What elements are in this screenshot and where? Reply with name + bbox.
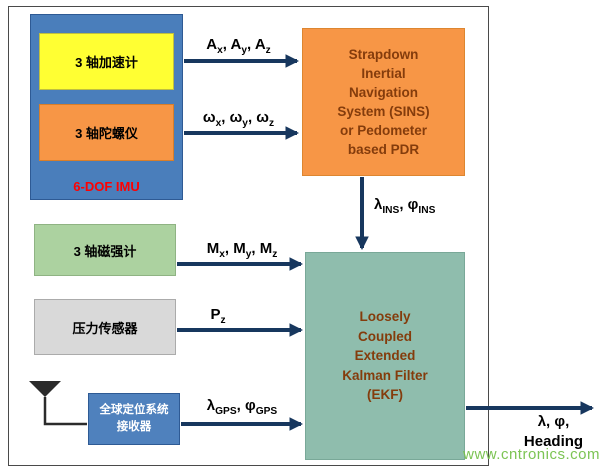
pressure-sensor-label: 压力传感器 <box>72 320 138 336</box>
signal-gps: λGPS, φGPS <box>206 397 278 417</box>
gyroscope-label: 3 轴陀螺仪 <box>75 126 138 141</box>
watermark: www.cntronics.com <box>463 446 600 463</box>
accelerometer-label: 3 轴加速计 <box>75 55 138 70</box>
magnetometer-box: 3 轴磁强计 <box>34 224 176 276</box>
signal-pressure: Pz <box>210 306 226 326</box>
signal-magnetometer: Mx, My, Mz <box>206 240 278 260</box>
signal-ekf-output: λ, φ, Heading <box>523 413 584 450</box>
diagram-frame <box>8 6 489 466</box>
signal-accelerometer: Ax, Ay, Az <box>206 36 271 56</box>
pressure-sensor-box: 压力传感器 <box>34 299 176 355</box>
ekf-box: Loosely Coupled Extended Kalman Filter (… <box>305 252 465 460</box>
gps-receiver-box: 全球定位系统 接收器 <box>88 393 180 445</box>
imu-group-label: 6-DOF IMU <box>73 179 140 194</box>
gyroscope-box: 3 轴陀螺仪 <box>39 104 174 161</box>
signal-sins-output: λINS, φINS <box>374 196 436 216</box>
signal-gyroscope: ωx, ωy, ωz <box>202 109 275 129</box>
imu-group-box: 3 轴加速计 3 轴陀螺仪 6-DOF IMU <box>30 14 183 200</box>
magnetometer-label: 3 轴磁强计 <box>73 243 137 259</box>
accelerometer-box: 3 轴加速计 <box>39 33 174 90</box>
sins-box: Strapdown Inertial Navigation System (SI… <box>302 28 465 176</box>
